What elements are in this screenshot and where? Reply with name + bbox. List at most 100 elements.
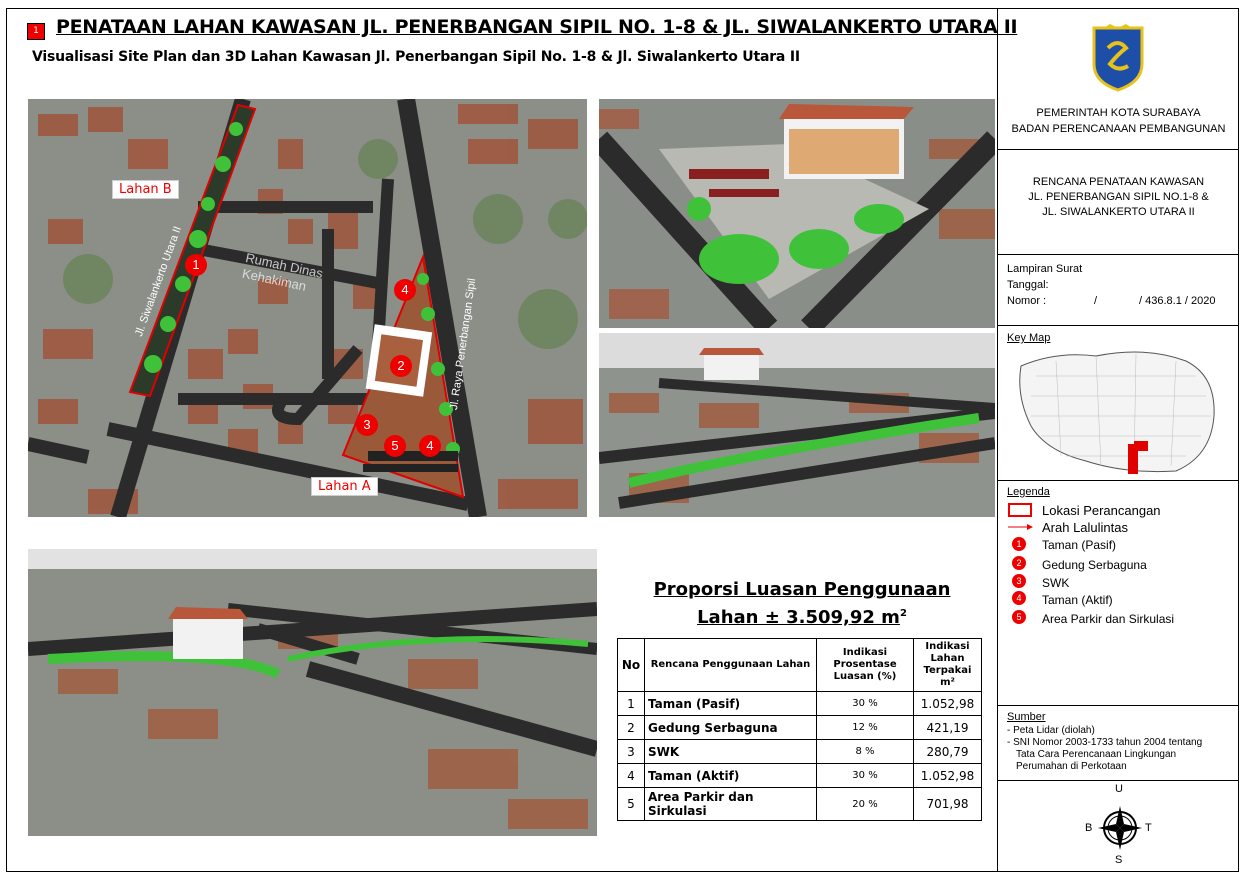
plan-line2: JL. PENERBANGAN SIPIL NO.1-8 &: [1028, 191, 1209, 203]
table-row: 1 Taman (Pasif) 30 % 1.052,98: [617, 691, 982, 716]
render-3d-street-image: [599, 333, 995, 517]
legend-item-label: SWK: [1042, 576, 1070, 590]
site-marker: 3: [356, 414, 378, 436]
site-marker: 1: [185, 254, 207, 276]
compass-w: B: [1085, 822, 1093, 834]
row-area: 280,79: [913, 739, 982, 764]
sheet-number-badge: 1: [27, 23, 45, 40]
legend-item-label: Gedung Serbaguna: [1042, 558, 1147, 572]
render-3d-street: [599, 333, 995, 517]
legend-item-label: Taman (Pasif): [1042, 538, 1117, 552]
row-area: 1.052,98: [913, 691, 982, 716]
table-row: 3 SWK 8 % 280,79: [617, 739, 982, 764]
legend-item-label: Area Parkir dan Sirkulasi: [1042, 612, 1175, 626]
org-line2: BADAN PERENCANAAN PEMBANGUNAN: [1011, 123, 1226, 135]
sheet-title: PENATAAN LAHAN KAWASAN JL. PENERBANGAN S…: [56, 16, 1018, 38]
row-no: 4: [617, 763, 645, 788]
table-row: 4 Taman (Aktif) 30 % 1.052,98: [617, 763, 982, 788]
table-header-row: No Rencana Penggunaan Lahan Indikasi Pro…: [617, 638, 982, 692]
keymap-image: [1019, 351, 1215, 474]
compass-section: U S B T: [998, 781, 1239, 872]
lampiran-label: Lampiran Surat: [1007, 263, 1083, 275]
header-terpakai: Indikasi Lahan Terpakai m²: [913, 638, 982, 692]
row-area: 701,98: [913, 787, 982, 821]
row-pct: 20 %: [816, 787, 914, 821]
proportion-title: Proporsi Luasan Penggunaan Lahan ± 3.509…: [617, 578, 987, 630]
sheet-frame: [6, 8, 1239, 872]
sumber-section: Sumber - Peta Lidar (diolah) - SNI Nomor…: [998, 706, 1239, 781]
legend-lokasi-swatch: [1008, 503, 1032, 517]
row-name: Taman (Aktif): [644, 763, 817, 788]
sumber-line1: - Peta Lidar (diolah): [1007, 725, 1095, 736]
org-section: PEMERINTAH KOTA SURABAYA BADAN PERENCANA…: [998, 8, 1239, 150]
compass-rose-icon: [1098, 806, 1142, 850]
keymap-section: Key Map: [998, 326, 1239, 481]
compass-s: S: [1115, 854, 1123, 866]
row-pct: 30 %: [816, 763, 914, 788]
plan-line1: RENCANA PENATAAN KAWASAN: [1032, 176, 1205, 188]
site-marker: 4: [394, 279, 416, 301]
nomor-value: / 436.8.1 / 2020: [1139, 295, 1216, 307]
surabaya-emblem-icon: [1092, 24, 1144, 92]
table-row: 2 Gedung Serbaguna 12 % 421,19: [617, 715, 982, 740]
row-pct: 8 %: [816, 739, 914, 764]
header-prosentase: Indikasi Prosentase Luasan (%): [816, 638, 914, 692]
site-marker: 4: [419, 435, 441, 457]
site-plan-aerial: Lahan B Lahan A Jl. Siwalankerto Utara I…: [28, 99, 587, 517]
letter-section: Lampiran Surat Tanggal: Nomor : / / 436.…: [998, 255, 1239, 326]
row-name: Gedung Serbaguna: [644, 715, 817, 740]
site-plan-map: [28, 99, 587, 517]
proportion-title-line1: Proporsi Luasan Penggunaan: [653, 579, 951, 600]
plan-line3: JL. SIWALANKERTO UTARA II: [1042, 206, 1195, 218]
row-name: Area Parkir dan Sirkulasi: [644, 787, 817, 821]
site-marker: 5: [384, 435, 406, 457]
site-marker: 2: [390, 355, 412, 377]
row-no: 5: [617, 787, 645, 821]
row-pct: 12 %: [816, 715, 914, 740]
nomor-label: Nomor :: [1007, 295, 1047, 307]
legend-marker: 1: [1012, 537, 1026, 551]
row-area: 421,19: [913, 715, 982, 740]
compass-n: U: [1115, 783, 1123, 795]
compass-e: T: [1145, 822, 1152, 834]
row-pct: 30 %: [816, 691, 914, 716]
legend-section: Legenda: [998, 481, 1239, 706]
proportion-title-line2: Lahan ± 3.509,92 m: [697, 607, 900, 628]
legend-arah-label: Arah Lalulintas: [1042, 520, 1128, 535]
sumber-line3: Tata Cara Perencanaan Lingkungan: [1016, 749, 1177, 760]
header-rencana: Rencana Penggunaan Lahan: [644, 638, 817, 692]
tanggal-label: Tanggal:: [1007, 279, 1049, 291]
plan-title-section: RENCANA PENATAAN KAWASAN JL. PENERBANGAN…: [998, 150, 1239, 255]
title-block-sidebar: PEMERINTAH KOTA SURABAYA BADAN PERENCANA…: [997, 8, 1239, 872]
render-3d-building: [599, 99, 995, 328]
legend-marker: 4: [1012, 591, 1026, 605]
keymap-title: Key Map: [1007, 332, 1051, 344]
sumber-line2: - SNI Nomor 2003-1733 tahun 2004 tentang: [1007, 737, 1203, 748]
row-area: 1.052,98: [913, 763, 982, 788]
arrow-right-icon: [1008, 524, 1033, 530]
row-no: 3: [617, 739, 645, 764]
legend-marker: 2: [1012, 556, 1026, 570]
nomor-slash: /: [1094, 295, 1098, 307]
render-3d-building-image: [599, 99, 995, 328]
render-3d-overview-image: [28, 549, 597, 836]
legend-marker: 3: [1012, 574, 1026, 588]
lahan-a-label: Lahan A: [311, 477, 378, 496]
row-name: Taman (Pasif): [644, 691, 817, 716]
render-3d-overview: [28, 549, 597, 836]
proportion-table: No Rencana Penggunaan Lahan Indikasi Pro…: [617, 638, 982, 821]
table-row: 5 Area Parkir dan Sirkulasi 20 % 701,98: [617, 787, 982, 821]
legend-marker: 5: [1012, 610, 1026, 624]
row-no: 2: [617, 715, 645, 740]
lahan-b-label: Lahan B: [112, 180, 179, 199]
sumber-line4: Perumahan di Perkotaan: [1016, 761, 1127, 772]
legend-title: Legenda: [1007, 486, 1050, 498]
legend-lokasi-label: Lokasi Perancangan: [1042, 503, 1161, 518]
legend-item-label: Taman (Aktif): [1042, 593, 1113, 607]
sheet-subtitle: Visualisasi Site Plan dan 3D Lahan Kawas…: [32, 49, 800, 65]
row-no: 1: [617, 691, 645, 716]
org-line1: PEMERINTAH KOTA SURABAYA: [1036, 107, 1201, 119]
row-name: SWK: [644, 739, 817, 764]
proportion-title-sup: 2: [899, 608, 907, 619]
header-no: No: [617, 638, 645, 692]
